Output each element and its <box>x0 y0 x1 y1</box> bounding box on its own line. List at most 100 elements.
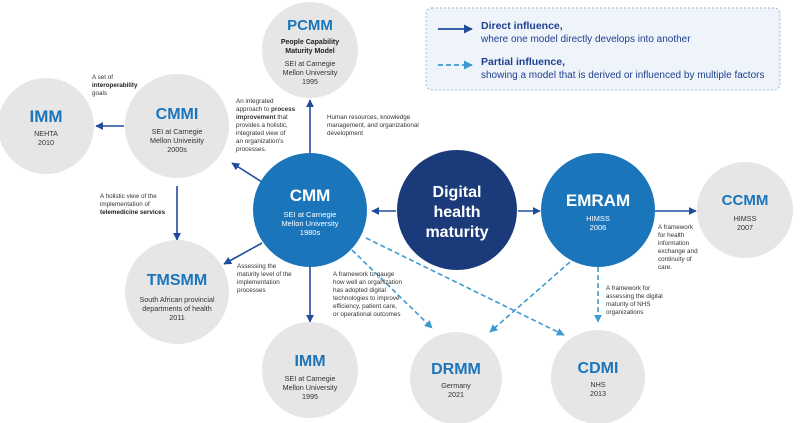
annotation-cmmi-line-7: processes. <box>236 146 267 153</box>
annotation-pcmm-line-1: Human resources, knowledge <box>327 114 411 121</box>
node-digital-circle <box>397 150 517 270</box>
node-drmm: DRMM Germany 2021 <box>410 332 502 423</box>
annotation-drmm-line-5: efficiency, patient care, <box>333 303 397 310</box>
annotation-ccmm-line-6: care. <box>658 264 672 271</box>
node-cmmi-circle <box>125 74 229 178</box>
node-cdmi: CDMI NHS 2013 <box>551 330 645 423</box>
annotation-imm-nehta-line-3: goals <box>92 90 107 97</box>
arrow-cmm-to-drmm <box>351 249 433 329</box>
annotation-imm-sei-line-3: implementation <box>237 279 280 286</box>
annotation-ccmm-line-3: information <box>658 240 690 247</box>
node-pcmm-full-2: Maturity Model <box>285 48 334 55</box>
node-cmm-year: 1980s <box>300 228 321 237</box>
annotation-pcmm: Human resources, knowledge management, a… <box>327 114 419 137</box>
node-ccmm-title: CCMM <box>722 192 769 209</box>
node-cdmi-org: NHS <box>590 380 605 389</box>
node-tmsmm-org-2: departments of health <box>142 304 212 313</box>
annotation-drmm-line-2: how well an organization <box>333 279 402 286</box>
node-emram-circle <box>541 153 655 267</box>
annotation-cmmi-line-5: integrated view of <box>236 130 286 137</box>
annotation-imm-nehta-line-2: interoperability <box>92 82 138 89</box>
arrow-cmm-to-cdmi <box>365 237 565 336</box>
annotation-imm-sei-line-2: maturity level of the <box>237 271 292 278</box>
legend-box <box>425 7 781 91</box>
annotation-tmsmm-line-3: telemedicine services <box>100 209 166 216</box>
annotation-drmm-line-6: or operational outcomes <box>333 311 401 318</box>
node-ccmm-year: 2007 <box>737 223 753 232</box>
node-imm-sei-org-1: SEI at Carnegie <box>285 374 336 383</box>
arrow-cmm-to-cmmi <box>231 162 263 183</box>
node-imm-sei-circle <box>262 322 358 418</box>
annotation-ccmm-line-2: for health <box>658 232 685 239</box>
annotation-pcmm-line-3: development <box>327 130 363 137</box>
annotation-imm-sei-line-4: processes <box>237 287 266 294</box>
annotation-cmmi-line-6: an organization's <box>236 138 283 145</box>
node-tmsmm-year: 2011 <box>169 313 184 322</box>
node-digital-line-3: maturity <box>425 224 488 241</box>
node-imm-nehta-org: NEHTA <box>34 129 58 138</box>
node-ccmm-org: HIMSS <box>734 214 757 223</box>
connectors <box>95 99 697 336</box>
annotation-cdmi-line-3: maturity of NHS <box>606 301 650 308</box>
annotation-cdmi-line-2: assessing the digital <box>606 293 663 300</box>
node-pcmm-full-1: People Capability <box>281 39 339 46</box>
node-cdmi-circle <box>551 330 645 423</box>
legend-partial-desc: showing a model that is derived or influ… <box>481 70 764 81</box>
node-pcmm-title: PCMM <box>287 17 333 34</box>
node-imm-sei-title: IMM <box>294 353 325 370</box>
annotation-cmmi-line-2b: process <box>271 106 296 113</box>
annotation-ccmm-line-4: exchange and <box>658 248 698 255</box>
annotation-ccmm: A framework for health information excha… <box>658 224 698 271</box>
node-cmmi-org-2: Mellon Univeisity <box>150 136 204 145</box>
node-cmm-org-2: Mellon University <box>281 219 338 228</box>
node-emram-title: EMRAM <box>566 191 630 210</box>
node-cdmi-year: 2013 <box>590 389 606 398</box>
legend-direct-desc: where one model directly develops into a… <box>480 34 691 45</box>
annotation-imm-nehta-line-1: A set of <box>92 74 113 81</box>
node-digital-line-2: health <box>433 204 480 221</box>
node-pcmm-org-1: SEI at Carnegie <box>285 59 336 68</box>
annotation-tmsmm-line-2: implementation of <box>100 201 150 208</box>
annotation-cmmi-line-2: approach to process <box>236 106 296 113</box>
node-cmmi: CMMI SEI at Carnegie Mellon Univeisity 2… <box>125 74 229 178</box>
node-tmsmm-circle <box>125 240 229 344</box>
node-ccmm-circle <box>697 162 793 258</box>
annotation-imm-nehta: A set of interoperability goals <box>92 74 138 97</box>
annotation-tmsmm-line-1: A holistic view of the <box>100 193 157 200</box>
node-emram-org: HIMSS <box>586 214 610 223</box>
annotation-drmm-line-3: has adopted digital <box>333 287 386 294</box>
node-imm-nehta-title: IMM <box>29 107 62 126</box>
node-drmm-org: Germany <box>441 381 471 390</box>
node-pcmm-year: 1995 <box>302 77 318 86</box>
node-cmmi-org-1: SEI at Carnegie <box>152 127 203 136</box>
annotation-imm-sei: Assessing the maturity level of the impl… <box>237 263 292 294</box>
node-tmsmm-title: TMSMM <box>147 272 207 289</box>
node-tmsmm-org-1: South African provincial <box>139 295 215 304</box>
annotation-drmm-line-4: technologies to improve <box>333 295 400 302</box>
node-imm-nehta-year: 2010 <box>38 138 54 147</box>
legend-partial-title: Partial influence, <box>481 56 565 68</box>
node-cmmi-year: 2000s <box>167 145 187 154</box>
node-pcmm: PCMM People Capability Maturity Model SE… <box>262 2 358 98</box>
node-imm-sei-org-2: Mellon University <box>283 383 338 392</box>
annotation-drmm-line-1: A framework to gauge <box>333 271 395 278</box>
annotation-imm-sei-line-1: Assessing the <box>237 263 277 270</box>
legend-direct-title: Direct influence, <box>481 20 563 32</box>
annotation-cmmi-line-2a: approach to <box>236 106 271 113</box>
annotation-drmm: A framework to gauge how well an organiz… <box>333 271 402 318</box>
node-imm-sei: IMM SEI at Carnegie Mellon University 19… <box>262 322 358 418</box>
annotation-ccmm-line-1: A framework <box>658 224 694 231</box>
node-pcmm-org-2: Mellon University <box>283 68 338 77</box>
node-imm-nehta: IMM NEHTA 2010 <box>0 78 94 174</box>
node-cmm-title: CMM <box>290 186 331 205</box>
node-cmm-org-1: SEI at Carnegie <box>284 210 337 219</box>
node-drmm-circle <box>410 332 502 423</box>
node-cdmi-title: CDMI <box>578 360 619 377</box>
node-pcmm-circle <box>262 2 358 98</box>
node-cmmi-title: CMMI <box>156 106 199 123</box>
node-digital-line-1: Digital <box>433 184 482 201</box>
node-digital-health-maturity: Digital health maturity <box>397 150 517 270</box>
annotation-cdmi: A framework for assessing the digital ma… <box>606 285 663 316</box>
annotation-cdmi-line-4: organizations <box>606 309 643 316</box>
